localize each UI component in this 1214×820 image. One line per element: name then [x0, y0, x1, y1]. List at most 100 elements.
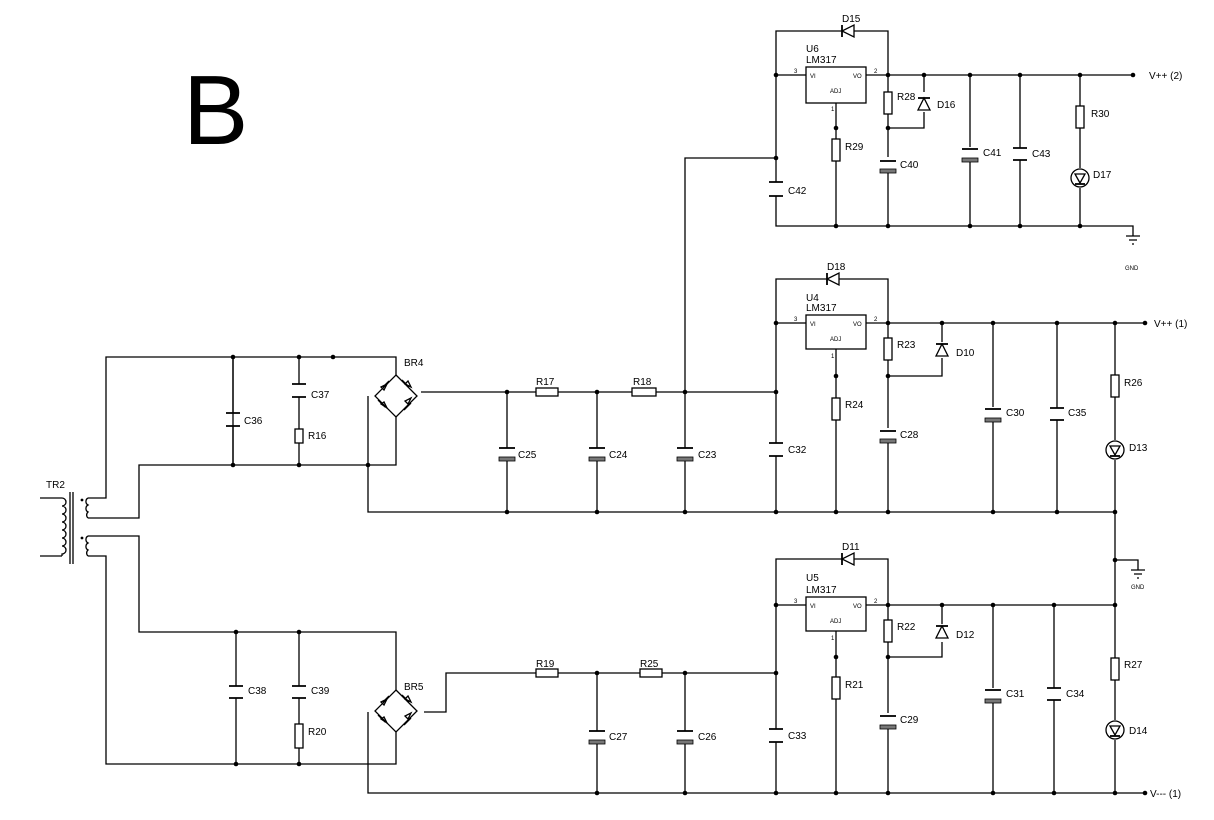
u6-pin-adj: ADJ	[830, 89, 841, 95]
bridge-br4: BR4	[374, 358, 424, 418]
resistor-r22	[883, 619, 893, 643]
regulator-u4: U4 LM317 VI VO ADJ 3 2 1	[790, 293, 878, 360]
regulator-u5: U5 LM317 VI VO ADJ 3 2 1	[790, 573, 878, 642]
u4-pin-adj: ADJ	[830, 337, 841, 343]
label-d15: D15	[842, 14, 861, 25]
label-r17: R17	[536, 377, 555, 388]
capacitor-c42	[769, 181, 783, 197]
diodes	[825, 23, 1125, 740]
label-c23: C23	[698, 450, 717, 461]
label-d10: D10	[956, 348, 975, 359]
resistor-r29	[831, 138, 841, 162]
u6-pin-2: 2	[874, 69, 878, 75]
resistor-r30	[1075, 105, 1085, 129]
capacitor-c40	[879, 160, 897, 174]
label-c28: C28	[900, 430, 919, 441]
rail-vpp1-label: V++ (1)	[1154, 319, 1187, 330]
ground-mid: GND	[1131, 569, 1145, 591]
transformer-tr2: TR2	[40, 480, 90, 564]
label-r18: R18	[633, 377, 652, 388]
diode-d16	[916, 96, 932, 111]
u6-pin-1: 1	[831, 107, 835, 113]
led-d13	[1105, 440, 1125, 460]
resistor-r28	[883, 91, 893, 115]
u6-part: LM317	[806, 55, 837, 66]
label-r23: R23	[897, 340, 916, 351]
resistor-r23	[883, 337, 893, 361]
u4-ref: U4	[806, 293, 819, 304]
gnd-mid-label: GND	[1131, 585, 1145, 591]
capacitor-c31	[984, 689, 1002, 704]
label-d13: D13	[1129, 443, 1148, 454]
capacitor-c43	[1013, 147, 1027, 161]
capacitor-c38	[229, 685, 243, 699]
u4-pin-1: 1	[831, 354, 835, 360]
resistor-r25	[639, 668, 663, 678]
resistor-r27	[1110, 657, 1120, 681]
u4-part: LM317	[806, 303, 837, 314]
label-c41: C41	[983, 148, 1002, 159]
led-d17	[1070, 168, 1090, 188]
label-c24: C24	[609, 450, 628, 461]
resistor-r16	[294, 428, 304, 444]
ground-top: GND	[1125, 235, 1140, 272]
label-r30: R30	[1091, 109, 1110, 120]
label-r25: R25	[640, 659, 659, 670]
u6-pin-3: 3	[794, 69, 798, 75]
diode-d11	[840, 551, 855, 567]
rail-vpp2-label: V++ (2)	[1149, 71, 1182, 82]
label-d16: D16	[937, 100, 956, 111]
label-r24: R24	[845, 400, 864, 411]
capacitor-c32	[769, 442, 783, 457]
label-r27: R27	[1124, 660, 1143, 671]
label-c35: C35	[1068, 408, 1087, 419]
capacitor-c25	[498, 447, 516, 462]
label-c34: C34	[1066, 689, 1085, 700]
capacitor-c27	[588, 730, 606, 745]
u6-pin-vi: VI	[810, 74, 816, 80]
label-c26: C26	[698, 732, 717, 743]
tr2-label: TR2	[46, 480, 65, 491]
label-c40: C40	[900, 160, 919, 171]
resistor-r24	[831, 397, 841, 421]
label-c30: C30	[1006, 408, 1025, 419]
capacitor-c30	[984, 408, 1002, 423]
label-c25: C25	[518, 450, 537, 461]
gnd-top-label: GND	[1125, 266, 1139, 272]
capacitor-c37	[292, 383, 306, 398]
label-c43: C43	[1032, 149, 1051, 160]
capacitor-c24	[588, 447, 606, 462]
u5-pin-1: 1	[831, 636, 835, 642]
label-r20: R20	[308, 727, 327, 738]
u5-pin-vo: VO	[853, 604, 862, 610]
u5-ref: U5	[806, 573, 819, 584]
br5-label: BR5	[404, 682, 424, 693]
label-c32: C32	[788, 445, 807, 456]
rail-vmm1-label: V--- (1)	[1150, 789, 1181, 800]
resistor-r21	[831, 676, 841, 700]
resistor-r20	[294, 723, 304, 749]
diode-d15	[840, 23, 855, 39]
capacitor-c41	[961, 148, 979, 163]
u5-pin-adj: ADJ	[830, 619, 841, 625]
label-c39: C39	[311, 686, 330, 697]
resistor-r17	[535, 387, 559, 397]
u5-pin-2: 2	[874, 599, 878, 605]
capacitor-c29	[879, 715, 897, 730]
capacitor-c28	[879, 430, 897, 444]
panel-letter: B	[183, 55, 248, 165]
label-r19: R19	[536, 659, 555, 670]
junction-dots	[230, 72, 1148, 796]
component-labels: C36 C37 R16 C38 C39 R20 C25 R17 C24 R18 …	[244, 14, 1148, 743]
u5-part: LM317	[806, 585, 837, 596]
capacitors	[226, 147, 1064, 743]
bridge-br5: BR5	[374, 682, 424, 733]
u6-ref: U6	[806, 44, 819, 55]
label-r16: R16	[308, 431, 327, 442]
u5-pin-3: 3	[794, 599, 798, 605]
label-d12: D12	[956, 630, 975, 641]
regulator-u6: U6 LM317 VI VO ADJ 3 2 1	[790, 44, 878, 113]
label-d18: D18	[827, 262, 846, 273]
u4-pin-vo: VO	[853, 322, 862, 328]
